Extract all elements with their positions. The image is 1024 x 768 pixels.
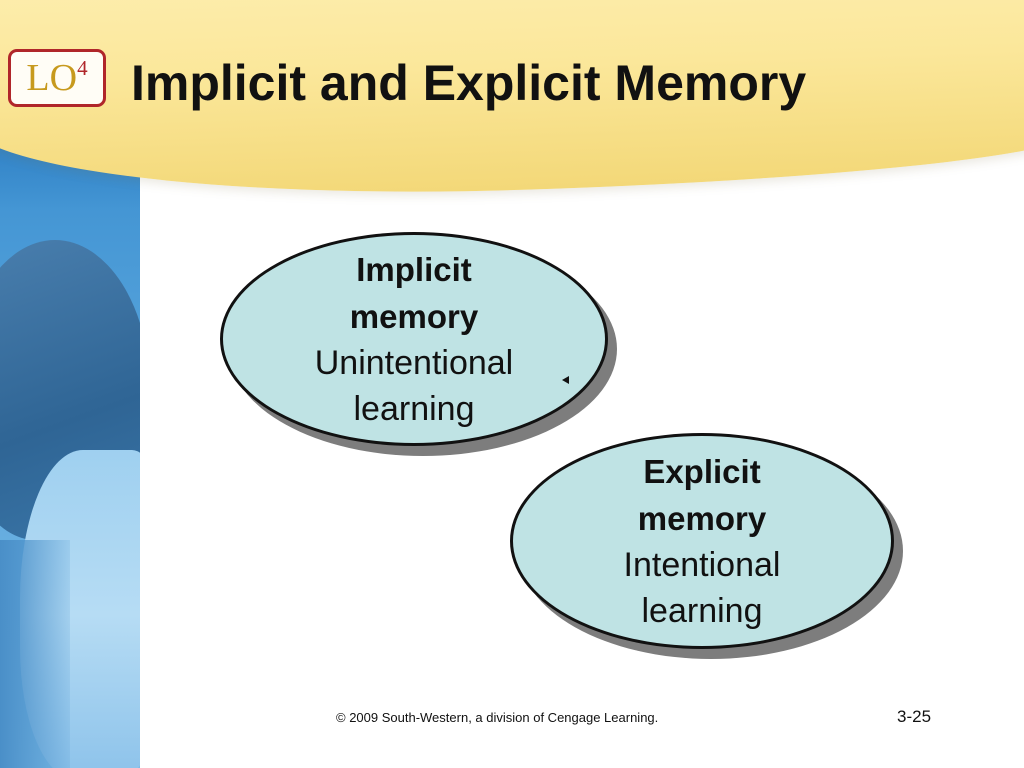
explicit-desc-line2: learning (641, 592, 763, 630)
footer: © 2009 South-Western, a division of Ceng… (0, 704, 1024, 734)
badge-label: LO (26, 57, 78, 99)
explicit-term-line1: Explicit (643, 453, 761, 490)
badge-number: 4 (77, 56, 88, 80)
implicit-memory-oval: Implicit memory Unintentional learning (220, 232, 608, 446)
implicit-desc-line1: Unintentional (314, 344, 514, 382)
implicit-term-line1: Implicit (356, 251, 472, 288)
slide-number: 3-25 (897, 707, 932, 726)
page-title: Implicit and Explicit Memory (131, 55, 807, 111)
background-photo (0, 120, 140, 768)
learning-objective-badge: LO4 (8, 49, 106, 107)
copyright-text: © 2009 South-Western, a division of Ceng… (336, 710, 659, 725)
explicit-memory-oval: Explicit memory Intentional learning (510, 433, 894, 649)
small-triangle-marker (562, 376, 569, 384)
explicit-desc-line1: Intentional (623, 546, 781, 584)
photo-shadow (0, 540, 70, 768)
explicit-term-line2: memory (637, 500, 767, 537)
implicit-term-line2: memory (349, 298, 479, 335)
implicit-desc-line2: learning (353, 390, 475, 428)
